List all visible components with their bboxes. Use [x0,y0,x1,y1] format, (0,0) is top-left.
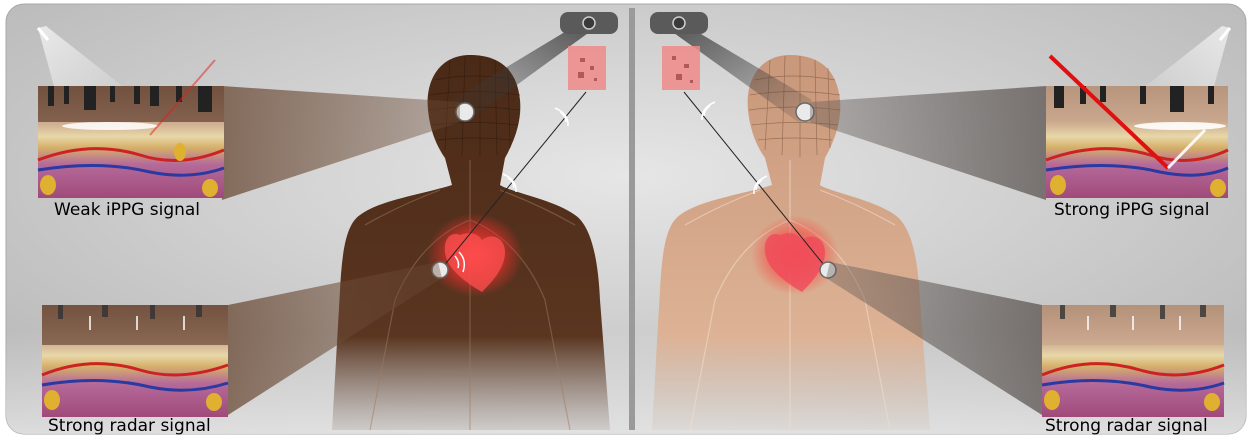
right-radar-label: Strong radar signal [1045,416,1208,436]
camera-lens-right [673,17,685,29]
left-ippg-label: Weak iPPG signal [54,200,200,220]
center-divider [629,8,635,430]
left-radar-label: Strong radar signal [48,416,211,436]
radar-inset-right [1042,305,1224,417]
right-ippg-label: Strong iPPG signal [1054,200,1210,220]
radar-chip-icon [568,46,606,90]
camera-lens [583,17,595,29]
radar-chip-icon-right [662,46,700,90]
radar-inset-left [42,305,228,417]
